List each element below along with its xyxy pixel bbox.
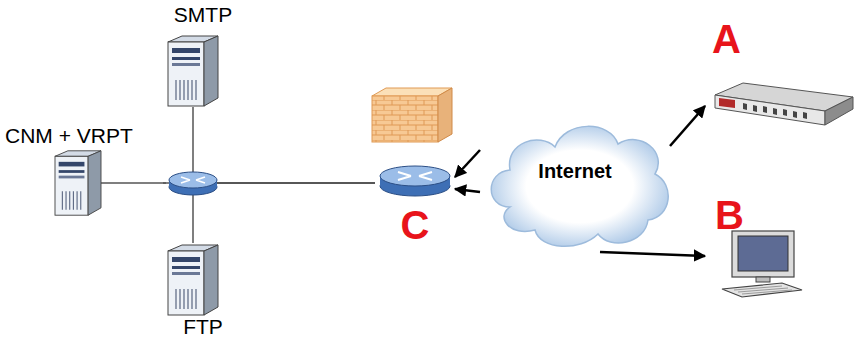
node-label: CNM + VRPT xyxy=(5,124,133,147)
lan-wire xyxy=(101,182,166,184)
node-label: SMTP xyxy=(174,3,232,26)
callout-letter: C xyxy=(401,203,430,247)
internet-cloud: Internet xyxy=(480,112,670,252)
traffic-arrow xyxy=(455,150,480,177)
firewall-router-icon xyxy=(378,165,452,197)
smtp-server-icon xyxy=(168,36,218,106)
remote-appliance: A xyxy=(705,15,855,135)
node-label: FTP xyxy=(183,315,223,338)
traffic-arrow xyxy=(670,106,705,146)
traffic-arrow xyxy=(455,189,480,192)
remote-appliance-icon xyxy=(713,81,853,129)
remote-computer-icon xyxy=(720,231,804,299)
firewall-router: C xyxy=(375,163,455,251)
internet-cloud-icon xyxy=(480,112,670,252)
ftp-server: FTP xyxy=(163,243,243,343)
lan-switch xyxy=(169,172,217,195)
firewall-wall xyxy=(372,88,452,142)
remote-computer: B xyxy=(705,193,815,303)
cnm-vrpt-server: CNM + VRPT xyxy=(3,122,163,220)
traffic-arrow xyxy=(600,252,705,256)
network-link xyxy=(193,107,375,183)
callout-letter: B xyxy=(715,193,744,237)
node-label: Internet xyxy=(538,160,611,182)
callout-letter: A xyxy=(712,17,741,61)
network-link xyxy=(193,183,375,243)
cnm-vrpt-server-icon xyxy=(55,148,101,218)
smtp-server: SMTP xyxy=(163,3,243,107)
ftp-server-icon xyxy=(168,245,218,315)
